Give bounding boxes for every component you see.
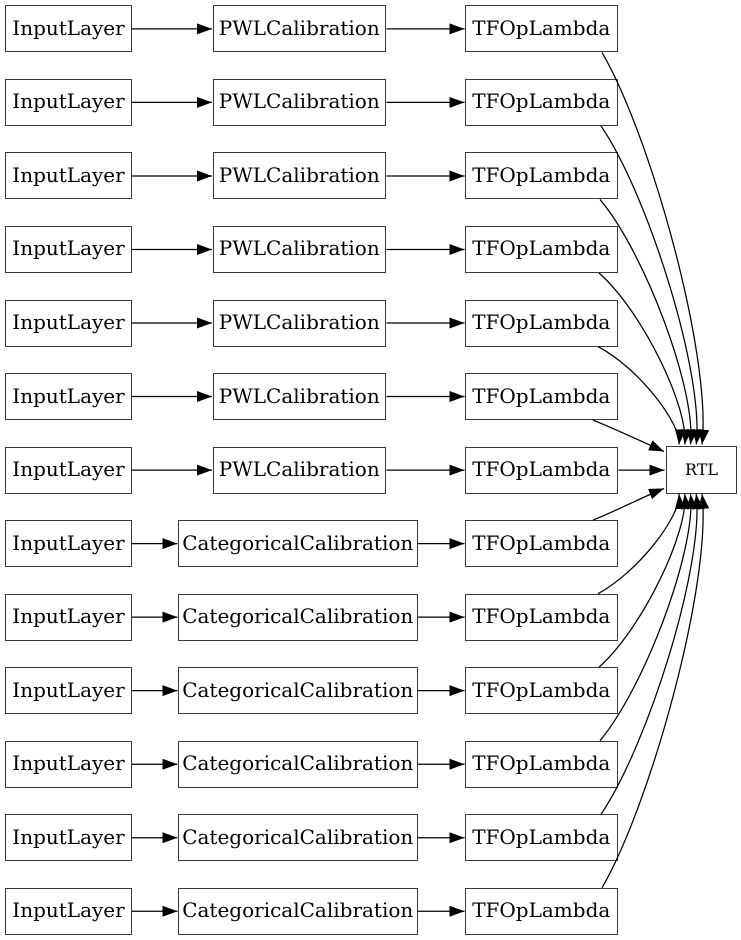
tfop-lambda-node: TFOpLambda: [465, 667, 618, 715]
input-layer-node: InputLayer: [5, 5, 132, 53]
input-layer-node: InputLayer: [5, 740, 132, 788]
tfop-lambda-label: TFOpLambda: [472, 383, 611, 408]
input-layer-label: InputLayer: [12, 236, 125, 261]
tfop-lambda-node: TFOpLambda: [465, 5, 618, 53]
tfop-lambda-label: TFOpLambda: [472, 89, 611, 114]
input-layer-label: InputLayer: [12, 751, 125, 776]
diagram-row: InputLayer PWLCalibration TFOpLambda: [0, 373, 741, 421]
tfop-lambda-label: TFOpLambda: [472, 604, 611, 629]
tfop-lambda-node: TFOpLambda: [465, 299, 618, 347]
input-layer-node: InputLayer: [5, 152, 132, 200]
input-layer-node: InputLayer: [5, 373, 132, 421]
calibration-label: PWLCalibration: [218, 310, 380, 335]
rtl-node: RTL: [666, 445, 737, 494]
calibration-label: CategoricalCalibration: [182, 604, 414, 629]
diagram-row: InputLayer CategoricalCalibration TFOpLa…: [0, 593, 741, 641]
input-layer-node: InputLayer: [5, 887, 132, 935]
calibration-label: CategoricalCalibration: [182, 824, 414, 849]
calibration-label: CategoricalCalibration: [182, 677, 414, 702]
tfop-lambda-label: TFOpLambda: [472, 457, 611, 482]
calibration-node: CategoricalCalibration: [178, 667, 418, 715]
tfop-lambda-node: TFOpLambda: [465, 225, 618, 273]
input-layer-node: InputLayer: [5, 446, 132, 494]
calibration-label: CategoricalCalibration: [182, 751, 414, 776]
input-layer-node: InputLayer: [5, 593, 132, 641]
diagram-row: InputLayer CategoricalCalibration TFOpLa…: [0, 740, 741, 788]
tfop-lambda-node: TFOpLambda: [465, 520, 618, 568]
input-layer-label: InputLayer: [12, 457, 125, 482]
tfop-lambda-node: TFOpLambda: [465, 593, 618, 641]
calibration-label: PWLCalibration: [218, 457, 380, 482]
calibration-label: PWLCalibration: [218, 15, 380, 40]
input-layer-label: InputLayer: [12, 604, 125, 629]
tfop-lambda-label: TFOpLambda: [472, 162, 611, 187]
calibration-node: CategoricalCalibration: [178, 520, 418, 568]
calibration-node: PWLCalibration: [212, 5, 386, 53]
input-layer-label: InputLayer: [12, 310, 125, 335]
calibration-node: PWLCalibration: [212, 152, 386, 200]
calibration-node: CategoricalCalibration: [178, 740, 418, 788]
calibration-label: CategoricalCalibration: [182, 898, 414, 923]
calibration-label: PWLCalibration: [218, 236, 380, 261]
calibration-node: PWLCalibration: [212, 373, 386, 421]
calibration-node: PWLCalibration: [212, 225, 386, 273]
calibration-node: CategoricalCalibration: [178, 814, 418, 862]
diagram-row: InputLayer PWLCalibration TFOpLambda: [0, 299, 741, 347]
input-layer-label: InputLayer: [12, 677, 125, 702]
calibration-label: CategoricalCalibration: [182, 530, 414, 555]
tfop-lambda-node: TFOpLambda: [465, 887, 618, 935]
input-layer-label: InputLayer: [12, 383, 125, 408]
tfop-lambda-label: TFOpLambda: [472, 310, 611, 335]
calibration-label: PWLCalibration: [218, 89, 380, 114]
calibration-node: PWLCalibration: [212, 299, 386, 347]
tfop-lambda-label: TFOpLambda: [472, 898, 611, 923]
input-layer-label: InputLayer: [12, 898, 125, 923]
diagram-row: InputLayer CategoricalCalibration TFOpLa…: [0, 667, 741, 715]
diagram-row: InputLayer CategoricalCalibration TFOpLa…: [0, 520, 741, 568]
calibration-node: CategoricalCalibration: [178, 593, 418, 641]
input-layer-label: InputLayer: [12, 824, 125, 849]
input-layer-label: InputLayer: [12, 162, 125, 187]
diagram-row: InputLayer PWLCalibration TFOpLambda: [0, 152, 741, 200]
input-layer-node: InputLayer: [5, 814, 132, 862]
input-layer-node: InputLayer: [5, 225, 132, 273]
input-layer-node: InputLayer: [5, 520, 132, 568]
input-layer-label: InputLayer: [12, 89, 125, 114]
diagram-row: InputLayer CategoricalCalibration TFOpLa…: [0, 887, 741, 935]
diagram-row: InputLayer PWLCalibration TFOpLambda: [0, 5, 741, 53]
calibration-node: PWLCalibration: [212, 446, 386, 494]
tfop-lambda-label: TFOpLambda: [472, 677, 611, 702]
input-layer-node: InputLayer: [5, 78, 132, 126]
tfop-lambda-label: TFOpLambda: [472, 236, 611, 261]
diagram-row: InputLayer CategoricalCalibration TFOpLa…: [0, 814, 741, 862]
input-layer-node: InputLayer: [5, 299, 132, 347]
calibration-label: PWLCalibration: [218, 383, 380, 408]
input-layer-label: InputLayer: [12, 15, 125, 40]
tfop-lambda-node: TFOpLambda: [465, 814, 618, 862]
diagram-row: InputLayer PWLCalibration TFOpLambda: [0, 78, 741, 126]
tfop-lambda-node: TFOpLambda: [465, 740, 618, 788]
tfop-lambda-label: TFOpLambda: [472, 824, 611, 849]
input-layer-node: InputLayer: [5, 667, 132, 715]
tfop-lambda-label: TFOpLambda: [472, 530, 611, 555]
diagram-row: InputLayer PWLCalibration TFOpLambda: [0, 225, 741, 273]
tfop-lambda-node: TFOpLambda: [465, 446, 618, 494]
calibration-label: PWLCalibration: [218, 162, 380, 187]
diagram-row: InputLayer PWLCalibration TFOpLambda: [0, 446, 741, 494]
rtl-label: RTL: [684, 460, 719, 479]
tfop-lambda-node: TFOpLambda: [465, 373, 618, 421]
calibration-node: CategoricalCalibration: [178, 887, 418, 935]
calibration-node: PWLCalibration: [212, 78, 386, 126]
tfop-lambda-node: TFOpLambda: [465, 78, 618, 126]
tfop-lambda-node: TFOpLambda: [465, 152, 618, 200]
tfop-lambda-label: TFOpLambda: [472, 15, 611, 40]
tfop-lambda-label: TFOpLambda: [472, 751, 611, 776]
input-layer-label: InputLayer: [12, 530, 125, 555]
